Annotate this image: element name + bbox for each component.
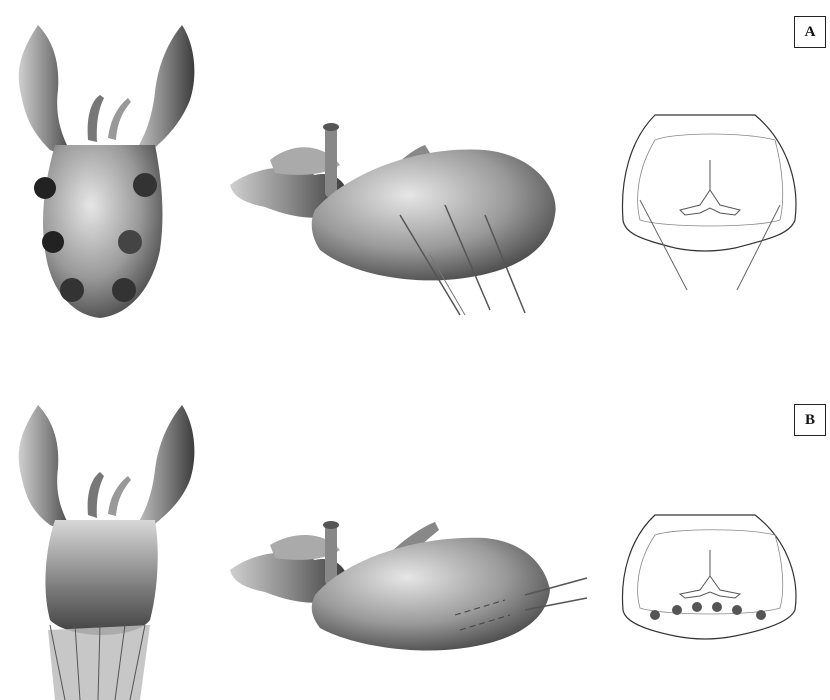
lateral-vessel [325,525,337,585]
lateral-view-organ-a [225,115,570,320]
seed-dot [712,602,722,612]
marker-dot [133,173,157,197]
vessel-left [88,95,104,142]
organ-body-lateral-b [312,538,550,651]
marker-dot [42,231,64,253]
cross-section-a [615,110,805,295]
marker-dot [112,278,136,302]
marker-dot [118,230,142,254]
seed-dot [650,610,660,620]
right-horn [130,25,194,160]
organ-body-b [45,520,157,635]
seed-dot [732,605,742,615]
lateral-view-organ-b [225,520,595,670]
vessel-right [108,98,131,140]
cross-section-b [615,510,805,660]
seed-dot [756,610,766,620]
front-view-organ-b [0,400,210,700]
right-horn [130,405,194,535]
vessel-left [88,472,104,518]
lateral-vessel [325,127,337,197]
panel-label-b: B [794,404,826,436]
ventricle-shape [680,160,740,215]
left-horn [19,405,75,535]
ventricle-shape [680,550,740,598]
needle-trajectory [737,205,780,290]
needle-trajectory [640,200,687,290]
seed-dot [692,602,702,612]
marker-dot [34,177,56,199]
panel-label-a: A [794,16,826,48]
vessel-right [108,476,131,516]
lateral-vessel-opening [323,123,339,131]
panel-a: A [0,0,830,345]
panel-b: B [0,380,830,693]
lateral-vessel-opening [323,521,339,529]
marker-dot [60,278,84,302]
outer-contour [622,115,795,251]
front-view-organ-a [0,20,210,330]
seed-dot [672,605,682,615]
left-horn [19,25,75,160]
